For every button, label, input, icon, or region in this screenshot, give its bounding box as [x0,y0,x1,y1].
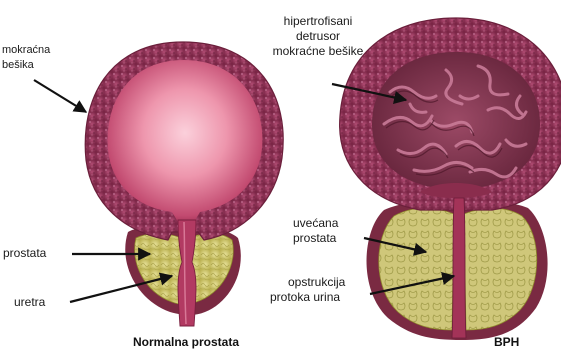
label-prostate: prostata [3,246,46,261]
label-enlarged-prostate: uvećana prostata [293,216,338,246]
normal-panel [85,42,283,326]
caption-normal: Normalna prostata [133,335,239,349]
bph-urethra [452,198,466,338]
caption-bph: BPH [494,335,519,349]
normal-urethra [178,220,196,326]
label-obstruction: opstrukcija protoka urina [270,275,345,305]
arrow-bladder [34,80,86,112]
bph-panel [340,18,561,340]
label-urethra: uretra [14,295,45,310]
label-detrusor: hipertrofisani detrusor mokraćne bešike [248,14,388,59]
label-bladder: mokraćna bešika [2,43,50,73]
